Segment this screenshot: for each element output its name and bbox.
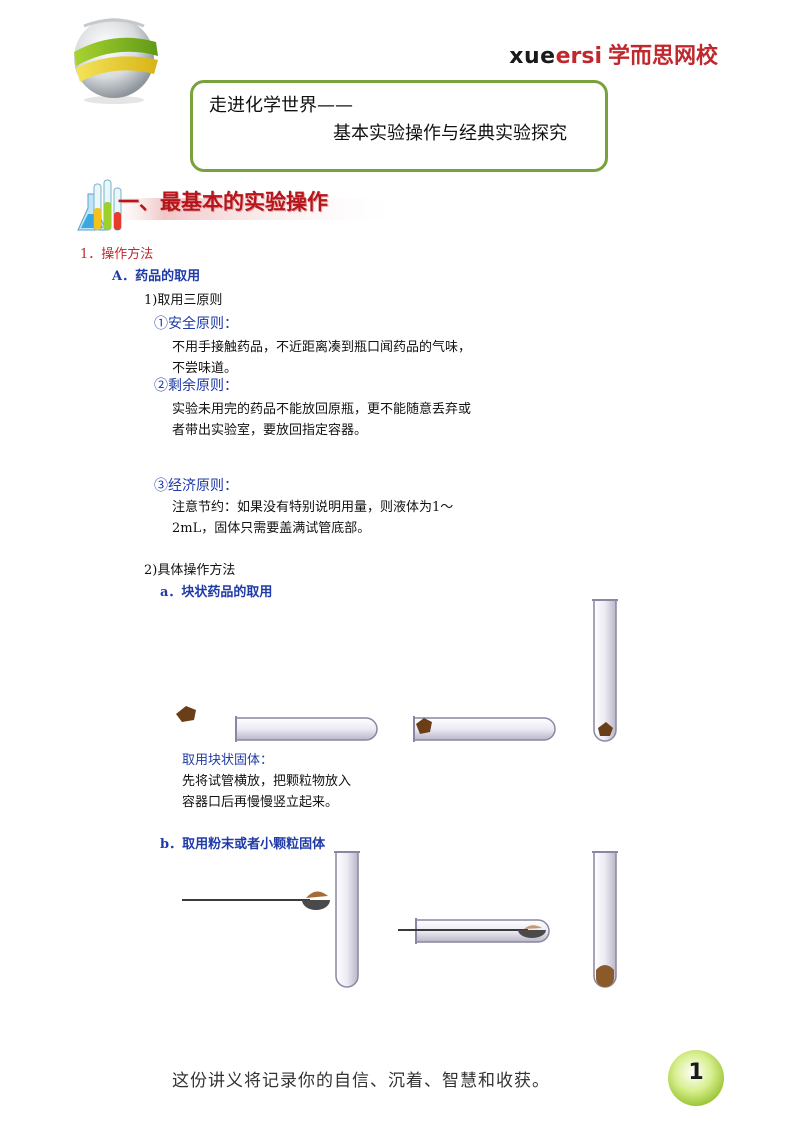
caption-line-3: 容器口后再慢慢竖立起来。	[182, 795, 339, 810]
vertical-test-tube-empty	[334, 851, 360, 988]
principle-safety-heading: ①安全原则：	[154, 316, 238, 332]
page-badge-icon	[668, 1050, 724, 1106]
title-line-1: 走进化学世界——	[209, 95, 353, 116]
brand-latin-2: ersi	[555, 44, 602, 69]
principle-remainder-body: 实验未用完的药品不能放回原瓶，更不能随意丢弃或者带出实验室，要放回指定容器。	[172, 402, 472, 438]
caption-line-1: 取用块状固体：	[182, 753, 274, 768]
spatula-with-powder	[182, 891, 330, 910]
principle-remainder-heading: ②剩余原则：	[154, 378, 238, 394]
caption-line-2: 先将试管横放，把颗粒物放入	[182, 774, 352, 789]
horizontal-test-tube-2	[413, 716, 556, 742]
principle-economy-heading: ③经济原则：	[154, 478, 238, 494]
brand-latin-1: xue	[509, 44, 556, 69]
heading-operation-method: 1．操作方法	[80, 247, 154, 262]
caption-block-solid: 取用块状固体： 先将试管横放，把颗粒物放入 容器口后再慢慢竖立起来。	[182, 750, 422, 813]
heading-specific-methods: 2)具体操作方法	[144, 563, 236, 578]
heading-powder-solids: b．取用粉末或者小颗粒固体	[160, 837, 326, 852]
test-tubes-icon	[77, 179, 404, 231]
section-title: 一、最基本的实验操作	[118, 190, 328, 214]
vertical-test-tube-with-solid	[592, 599, 618, 742]
page-number: 1	[688, 1060, 704, 1085]
logo-sphere-icon	[74, 18, 158, 104]
heading-three-principles: 1)取用三原则	[144, 293, 223, 308]
horizontal-test-tube-1	[235, 716, 378, 742]
brand-cn: 学而思网校	[607, 44, 718, 69]
vertical-test-tube-with-powder	[592, 851, 618, 988]
solid-lump-icon	[176, 706, 196, 722]
principle-economy-body: 注意节约：如果没有特别说明用量，则液体为1～2mL，固体只需要盖满试管底部。	[172, 500, 454, 536]
principle-safety-body: 不用手接触药品，不近距离凑到瓶口闻药品的气味，不尝味道。	[172, 340, 472, 376]
heading-drug-taking: A．药品的取用	[112, 269, 201, 284]
heading-block-solids: a．块状药品的取用	[160, 585, 273, 600]
horizontal-test-tube-with-spatula	[398, 918, 550, 944]
title-line-2: 基本实验操作与经典实验探究	[333, 123, 567, 144]
footer-motto: 这份讲义将记录你的自信、沉着、智慧和收获。	[172, 1071, 550, 1091]
title-box: 走进化学世界—— 基本实验操作与经典实验探究	[190, 80, 608, 172]
